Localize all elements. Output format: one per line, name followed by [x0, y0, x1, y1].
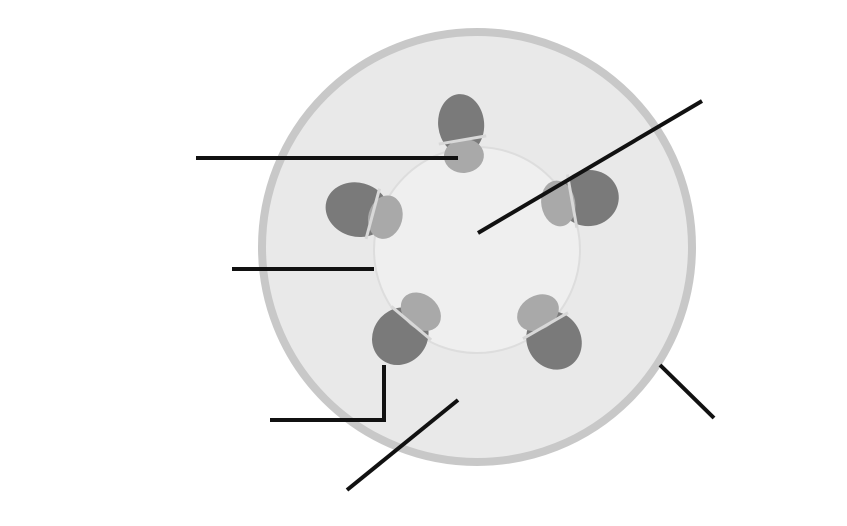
leader-line-outer-ring — [660, 365, 714, 418]
